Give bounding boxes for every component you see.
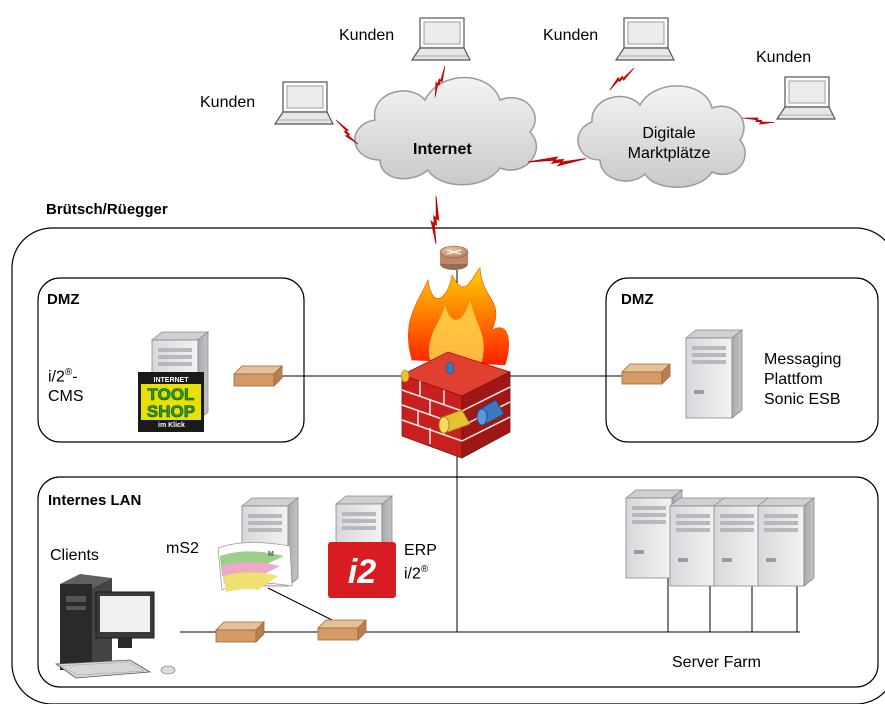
logo-icon: M (217, 542, 293, 592)
cloud-icon (354, 76, 537, 186)
switch-icon (215, 621, 265, 643)
internet-label: Internet (413, 141, 472, 158)
switch-icon (317, 619, 367, 641)
dmz-left-label: DMZ (47, 291, 80, 308)
lan-label: Internes LAN (48, 492, 142, 509)
kunden-label-3: Kunden (200, 94, 256, 111)
cms-line-1: i/2 (48, 368, 65, 386)
messaging-line-3: Sonic ESB (764, 391, 841, 408)
company-zone (11, 227, 885, 704)
logo-icon: i2 (328, 542, 396, 598)
toolshop-text-1: INTERNET (154, 377, 190, 384)
laptop-icon (776, 76, 836, 120)
server-farm-label: Server Farm (672, 654, 761, 671)
toolshop-text-3: SHOP (147, 402, 195, 421)
svg-text:M: M (268, 551, 274, 558)
cms-registered: ® (64, 367, 73, 378)
marktplaetze-line-2: Marktplätze (627, 145, 711, 162)
marktplaetze-line-1: Digitale (642, 125, 696, 142)
kunden-label-4: Kunden (756, 49, 812, 66)
server-icon (685, 329, 743, 419)
erp-line-2: i/2 (404, 565, 421, 583)
company-label: Brütsch/Rüegger (46, 201, 168, 218)
cms-label: i/2®- CMS (48, 363, 84, 407)
cloud-icon (577, 85, 746, 188)
laptop-icon (615, 17, 675, 61)
desktop-computer-icon (54, 574, 176, 679)
dmz-right-label: DMZ (621, 291, 654, 308)
erp-label: ERP i/2® (404, 541, 437, 583)
cms-line-2: CMS (48, 388, 84, 406)
clients-label: Clients (50, 547, 99, 564)
switch-icon (621, 363, 671, 385)
lightning-icon (741, 104, 775, 136)
messaging-line-1: Messaging (764, 351, 842, 368)
toolshop-text-2: TOOL (148, 385, 195, 404)
svg-text:i2: i2 (348, 553, 376, 591)
cms-dash: - (72, 368, 78, 386)
marktplaetze-label: Digitale Marktplätze (614, 124, 724, 164)
router-icon (439, 245, 469, 270)
kunden-label-1: Kunden (339, 27, 395, 44)
toolshop-text-4: im Klick (158, 422, 185, 429)
firewall-icon (400, 267, 512, 459)
switch-icon (233, 365, 283, 387)
messaging-label: Messaging Plattfom Sonic ESB (764, 350, 841, 410)
laptop-icon (411, 17, 471, 61)
logo-icon: INTERNET TOOL SHOP im Klick (138, 372, 204, 432)
kunden-label-2: Kunden (543, 27, 599, 44)
lightning-icon (609, 64, 635, 94)
lightning-icon (414, 195, 458, 245)
laptop-icon (274, 81, 334, 125)
erp-registered: ® (420, 564, 429, 575)
messaging-line-2: Plattfom (764, 371, 823, 388)
erp-line-1: ERP (404, 542, 437, 559)
server-icon (757, 497, 815, 587)
ms2-label: mS2 (166, 540, 199, 557)
